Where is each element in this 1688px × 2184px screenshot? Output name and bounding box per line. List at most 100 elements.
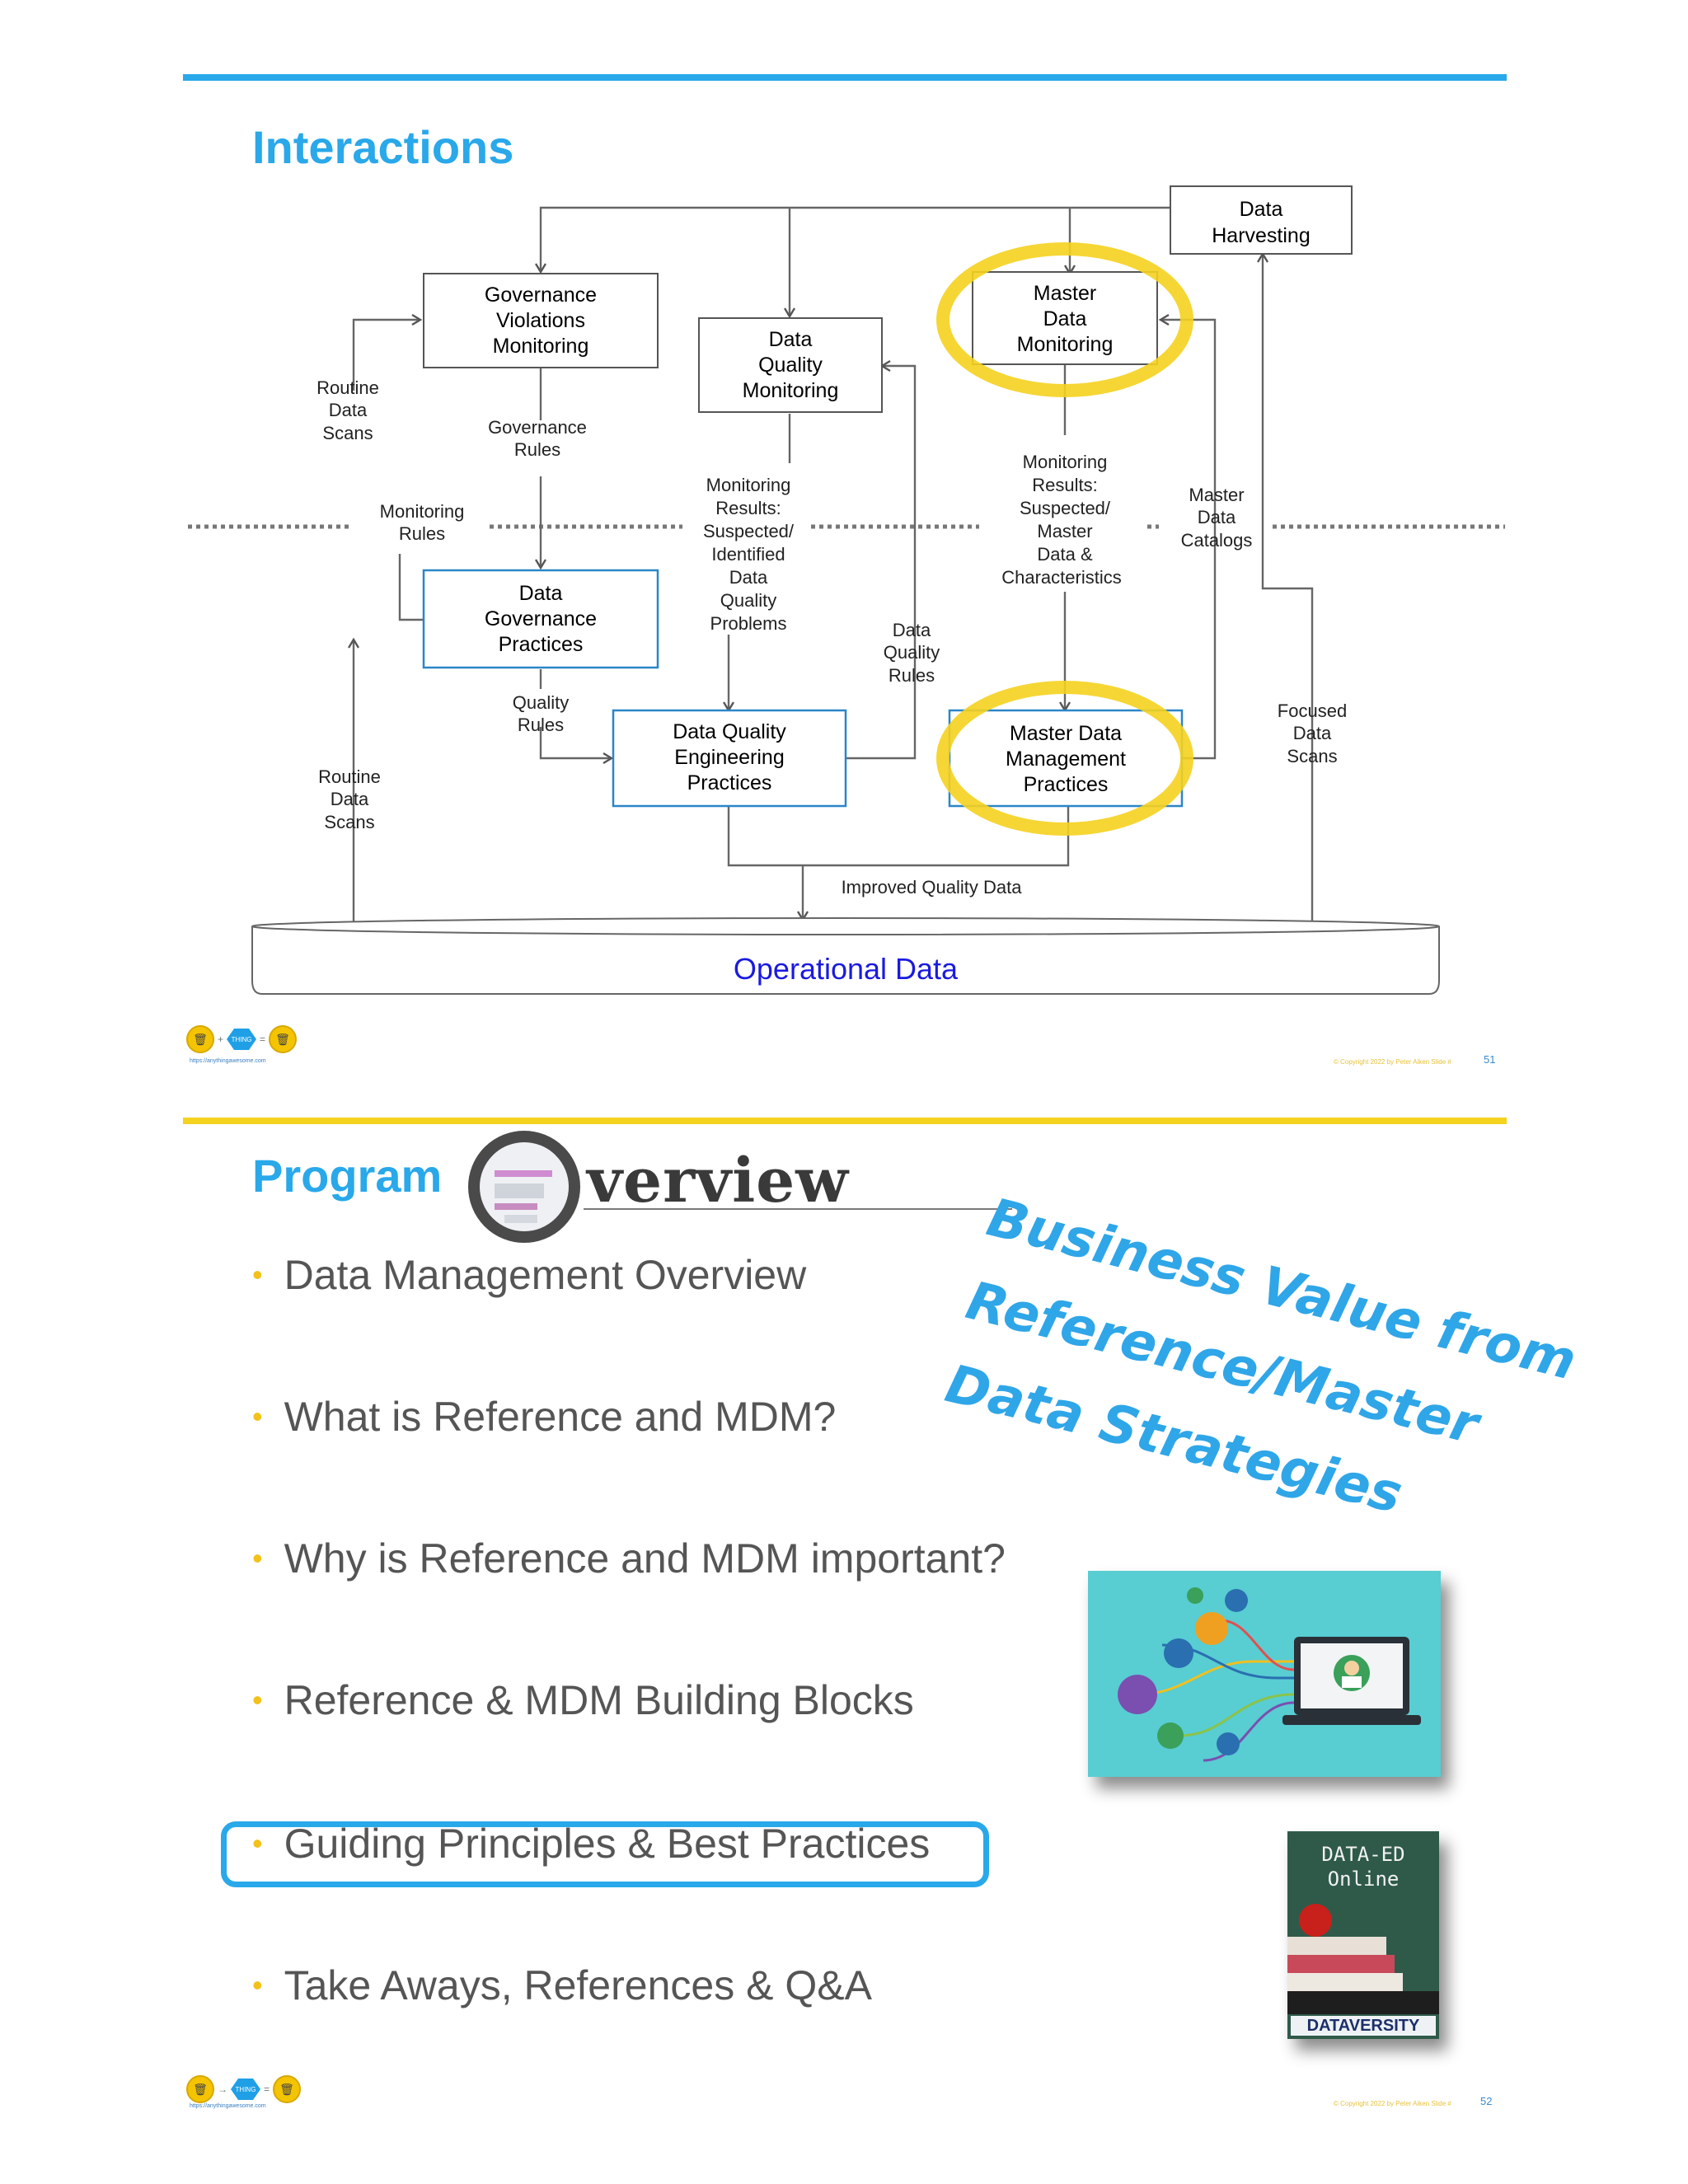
svg-text:Operational Data: Operational Data xyxy=(734,952,959,986)
svg-text:Rules: Rules xyxy=(889,665,935,686)
svg-text:Monitoring: Monitoring xyxy=(706,475,791,495)
trash-icon: 🗑 xyxy=(273,2075,302,2103)
svg-text:Monitoring: Monitoring xyxy=(380,501,465,522)
logo-hex: THING xyxy=(227,1029,257,1050)
svg-text:Rules: Rules xyxy=(514,439,560,460)
svg-text:Data: Data xyxy=(331,789,369,809)
svg-text:Monitoring: Monitoring xyxy=(743,379,839,402)
svg-text:Practices: Practices xyxy=(1024,773,1109,796)
label-governance-rules: Governance Rules xyxy=(488,417,587,460)
label-quality-rules: Quality Rules xyxy=(513,692,569,735)
svg-text:Master: Master xyxy=(1034,282,1096,305)
label-routine-scans-top: Routine Data Scans xyxy=(316,377,379,443)
svg-text:Data: Data xyxy=(1043,307,1087,330)
svg-text:Monitoring: Monitoring xyxy=(493,335,589,358)
page-number: 51 xyxy=(1484,1053,1496,1066)
apple-icon xyxy=(1299,1904,1332,1937)
footer-logo: 🗑 + THING = 🗑 xyxy=(186,1025,298,1053)
svg-text:Data: Data xyxy=(893,620,931,640)
footer-copyright: © Copyright 2022 by Peter Aiken Slide # xyxy=(1334,1058,1451,1066)
svg-text:Scans: Scans xyxy=(322,423,373,443)
title-underline xyxy=(584,1208,1012,1210)
bullet-item: •Take Aways, References & Q&A xyxy=(252,1962,872,2008)
label-master-data-catalogs: Master Data Catalogs xyxy=(1181,485,1253,551)
bullet-item: •Data Management Overview xyxy=(252,1252,807,1298)
label-monitoring-results-dq: Monitoring Results: Suspected/ Identifie… xyxy=(703,475,795,634)
svg-text:Monitoring: Monitoring xyxy=(1023,452,1108,472)
svg-text:Focused: Focused xyxy=(1278,701,1347,721)
svg-text:Scans: Scans xyxy=(324,812,374,832)
slide-title: Interactions xyxy=(252,121,514,173)
label-improved-quality: Improved Quality Data xyxy=(842,877,1023,898)
box-dq-engineering-practices: Data Quality Engineering Practices xyxy=(612,709,847,808)
svg-text:Data: Data xyxy=(1198,507,1236,527)
label-dq-rules: Data Quality Rules xyxy=(884,620,940,686)
dataversity-logo: DATAVERSITY xyxy=(1291,2016,1436,2036)
data-ed-online-image: DATA-ED Online DATAVERSITY xyxy=(1287,1831,1439,2039)
svg-text:Rules: Rules xyxy=(399,523,445,544)
business-value-callout: Business Value from Reference/Master Dat… xyxy=(940,1187,1582,1526)
svg-text:Quality: Quality xyxy=(884,642,940,663)
svg-text:Rules: Rules xyxy=(518,715,564,735)
label-monitoring-rules: Monitoring Rules xyxy=(380,501,465,544)
svg-text:Routine: Routine xyxy=(318,766,381,787)
svg-text:Data: Data xyxy=(329,400,368,420)
bullet-highlight-box xyxy=(221,1821,989,1887)
svg-text:Monitoring: Monitoring xyxy=(1017,333,1114,356)
magnifier-o-icon xyxy=(468,1131,580,1243)
bullet-item: •Reference & MDM Building Blocks xyxy=(252,1677,914,1723)
svg-text:Governance: Governance xyxy=(485,284,597,307)
svg-text:Practices: Practices xyxy=(687,771,772,794)
box-data-governance-practices: Data Governance Practices xyxy=(422,569,659,669)
svg-text:Management: Management xyxy=(1006,748,1126,771)
trash-icon: 🗑 xyxy=(269,1025,298,1053)
svg-text:Data: Data xyxy=(519,582,563,605)
svg-text:Problems: Problems xyxy=(710,613,787,634)
slide-interactions: Interactions xyxy=(183,74,1507,1080)
svg-text:Data: Data xyxy=(729,567,768,588)
slide-title-program: Program xyxy=(252,1150,443,1202)
footer-url[interactable]: https://anythingawesome.com xyxy=(190,2103,266,2109)
svg-text:Master: Master xyxy=(1189,485,1244,505)
svg-text:Harvesting: Harvesting xyxy=(1212,224,1311,247)
svg-text:Governance: Governance xyxy=(485,607,597,630)
svg-text:Data Quality: Data Quality xyxy=(673,720,786,743)
highlight-circle-mdm-practices xyxy=(936,681,1193,836)
bullet-item: •What is Reference and MDM? xyxy=(252,1394,837,1440)
slide-top-bar xyxy=(183,1118,1507,1124)
svg-text:Data &: Data & xyxy=(1037,544,1093,565)
page-number: 52 xyxy=(1480,2095,1493,2107)
svg-text:Results:: Results: xyxy=(715,498,781,518)
svg-text:Scans: Scans xyxy=(1287,746,1337,766)
box-data-harvesting: Data Harvesting xyxy=(1170,185,1353,255)
label-routine-scans-bottom: Routine Data Scans xyxy=(318,766,381,832)
box-mdm-practices: Master Data Management Practices xyxy=(948,709,1184,808)
logo-hex: THING xyxy=(231,2079,260,2100)
operational-data-cylinder: Operational Data xyxy=(251,917,1440,995)
svg-text:Master Data: Master Data xyxy=(1010,722,1122,745)
box-data-quality-monitoring: Data Quality Monitoring xyxy=(698,317,883,413)
svg-text:Results:: Results: xyxy=(1032,475,1097,495)
svg-text:Practices: Practices xyxy=(499,633,584,656)
interactions-diagram: Data Harvesting Governance Violations Mo… xyxy=(188,185,1505,995)
trash-icon: 🗑 xyxy=(186,1025,214,1053)
bullet-item-highlighted: •Guiding Principles & Best Practices xyxy=(252,1821,931,1867)
svg-text:Suspected/: Suspected/ xyxy=(703,521,795,541)
trash-icon: 🗑 xyxy=(186,2075,214,2103)
footer-url[interactable]: https://anythingawesome.com xyxy=(190,1058,266,1064)
label-focused-scans: Focused Data Scans xyxy=(1278,701,1347,766)
svg-text:Quality: Quality xyxy=(758,354,823,377)
svg-text:Data: Data xyxy=(1240,198,1283,221)
svg-text:Governance: Governance xyxy=(488,417,587,438)
svg-text:Identified: Identified xyxy=(711,544,785,565)
slide-program-overview: Program verview •Data Management Overvie… xyxy=(183,1118,1582,2172)
footer-copyright: © Copyright 2022 by Peter Aiken Slide # xyxy=(1334,2100,1451,2107)
network-graphic xyxy=(1118,1587,1421,1762)
footer-logo: 🗑 → THING = 🗑 xyxy=(186,2075,302,2103)
svg-text:Data: Data xyxy=(769,328,813,351)
svg-text:Engineering: Engineering xyxy=(674,746,784,769)
svg-text:Quality: Quality xyxy=(720,590,776,611)
box-master-data-monitoring: Master Data Monitoring xyxy=(972,271,1158,365)
data-network-illustration xyxy=(1088,1571,1441,1777)
svg-text:Quality: Quality xyxy=(513,692,569,713)
